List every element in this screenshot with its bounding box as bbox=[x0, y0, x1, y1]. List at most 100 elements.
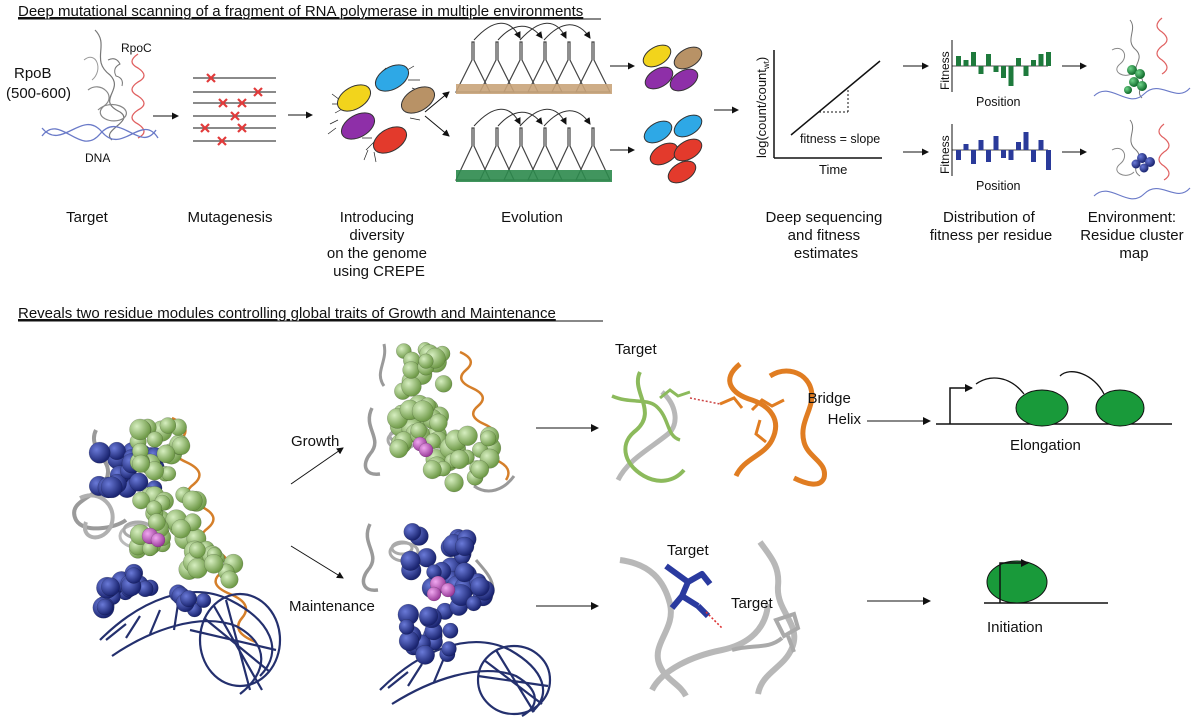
residue-sphere bbox=[101, 577, 120, 597]
residue-sphere bbox=[398, 618, 415, 635]
step-diversity-label: Introducing diversity on the genome usin… bbox=[327, 209, 431, 280]
step-labels: Target Mutagenesis Introducing diversity… bbox=[66, 209, 1188, 280]
arrow-to-evolution-top bbox=[424, 91, 450, 113]
fitness-bar bbox=[993, 66, 999, 72]
step-environment-label: Environment: Residue cluster map bbox=[1080, 209, 1188, 262]
fitness-green-ylabel: Fitness bbox=[938, 51, 952, 90]
residue-sphere bbox=[189, 541, 206, 559]
growth-target-label: Target bbox=[615, 341, 658, 358]
fitness-bar bbox=[956, 150, 961, 160]
maintenance-module-structure bbox=[361, 522, 552, 717]
rpoc-label: RpoC bbox=[121, 41, 152, 55]
growth-contact-detail bbox=[611, 362, 827, 487]
fitness-bar bbox=[986, 150, 991, 162]
fitness-blue-ylabel: Fitness bbox=[938, 135, 952, 174]
rpob-range-label: (500-600) bbox=[6, 85, 71, 102]
residue-sphere bbox=[159, 417, 177, 434]
fitness-bar bbox=[1031, 60, 1036, 66]
residue-sphere bbox=[480, 430, 497, 447]
fitness-green-xlabel: Position bbox=[976, 95, 1021, 109]
residue-sphere bbox=[457, 425, 478, 446]
step-distribution-label: Distribution of fitness per residue bbox=[930, 209, 1053, 244]
fitness-bar bbox=[971, 150, 976, 164]
fitness-bar bbox=[1001, 150, 1006, 158]
residue-sphere bbox=[402, 361, 420, 379]
residue-sphere bbox=[470, 576, 490, 597]
evolved-cells-bottom bbox=[643, 114, 703, 184]
maintenance-target-label-2: Target bbox=[731, 595, 774, 612]
residue-sphere bbox=[403, 522, 422, 541]
step-target-label: Target bbox=[66, 209, 109, 226]
step-evolution-label: Evolution bbox=[501, 209, 563, 226]
fitness-bar bbox=[1001, 66, 1006, 78]
residue-sphere bbox=[449, 449, 470, 470]
fitness-bar bbox=[963, 60, 969, 66]
fitness-slope-plot bbox=[773, 50, 882, 159]
mutagenesis-illustration bbox=[193, 73, 276, 146]
arrow-to-maintenance bbox=[290, 545, 344, 579]
residue-sphere bbox=[410, 422, 427, 439]
fitness-bar bbox=[1038, 54, 1044, 66]
maintenance-label: Maintenance bbox=[289, 598, 375, 615]
residue-sphere bbox=[418, 442, 434, 458]
arrow-to-growth bbox=[290, 447, 344, 485]
fitness-bar bbox=[1046, 52, 1051, 66]
step-sequencing-label: Deep sequencing and fitness estimates bbox=[766, 209, 887, 262]
fitness-bar bbox=[1023, 132, 1029, 150]
fitness-bar bbox=[978, 66, 984, 74]
growth-module-structure bbox=[363, 342, 516, 493]
residue-sphere bbox=[129, 418, 151, 441]
fitness-bar bbox=[986, 54, 991, 66]
fitness-bar bbox=[1008, 66, 1014, 86]
fitness-bar bbox=[1008, 150, 1014, 160]
residue-sphere bbox=[440, 582, 456, 598]
residue-sphere bbox=[203, 553, 224, 574]
residue-sphere bbox=[400, 550, 421, 571]
target-structure-illustration bbox=[41, 29, 159, 142]
residue-sphere bbox=[96, 598, 114, 616]
residue-sphere bbox=[441, 641, 457, 657]
growth-label: Growth bbox=[291, 433, 339, 450]
heading-bottom: Reveals two residue modules controlling … bbox=[18, 305, 556, 322]
residue-sphere bbox=[434, 375, 453, 393]
residue-cluster-map-top bbox=[1093, 17, 1191, 100]
residue-sphere bbox=[171, 436, 191, 456]
initiation-label: Initiation bbox=[987, 619, 1043, 636]
evolution-flasks-bottom bbox=[455, 108, 612, 182]
evolved-cells-top bbox=[642, 44, 703, 92]
residue-sphere bbox=[454, 536, 475, 557]
polymerase-fragment-structure bbox=[72, 416, 282, 695]
bridge-helix-label: Bridge Helix bbox=[807, 390, 861, 428]
residue-sphere bbox=[465, 595, 482, 612]
dna-label: DNA bbox=[85, 151, 110, 165]
fitness-bar bbox=[1023, 66, 1029, 76]
fitness-blue-xlabel: Position bbox=[976, 179, 1021, 193]
residue-sphere bbox=[470, 460, 490, 479]
maintenance-target-label-1: Target bbox=[667, 542, 710, 559]
elongation-schematic bbox=[936, 371, 1172, 427]
residue-cluster-map-bottom bbox=[1093, 119, 1191, 200]
elongation-label: Elongation bbox=[1010, 437, 1081, 454]
residue-sphere bbox=[418, 606, 439, 626]
residue-sphere bbox=[132, 491, 150, 510]
arrow-to-evolution-bottom bbox=[424, 115, 450, 137]
residue-sphere bbox=[125, 567, 142, 584]
residue-sphere bbox=[454, 562, 475, 583]
rpob-label: RpoB bbox=[14, 65, 52, 82]
residue-sphere bbox=[401, 376, 422, 397]
residue-sphere bbox=[195, 592, 212, 609]
residue-sphere bbox=[107, 441, 126, 461]
residue-sphere bbox=[146, 431, 164, 448]
residue-sphere bbox=[182, 490, 203, 512]
fitness-bar bbox=[978, 140, 984, 150]
residue-sphere bbox=[156, 444, 176, 464]
residue-sphere bbox=[422, 460, 442, 480]
fitness-plot-xlabel: Time bbox=[819, 162, 847, 177]
residue-sphere bbox=[429, 413, 448, 432]
fitness-bar bbox=[1016, 142, 1021, 150]
residue-sphere bbox=[150, 532, 166, 548]
residue-sphere bbox=[129, 472, 149, 492]
residue-sphere bbox=[389, 439, 409, 459]
evolution-flasks-top bbox=[455, 22, 612, 94]
